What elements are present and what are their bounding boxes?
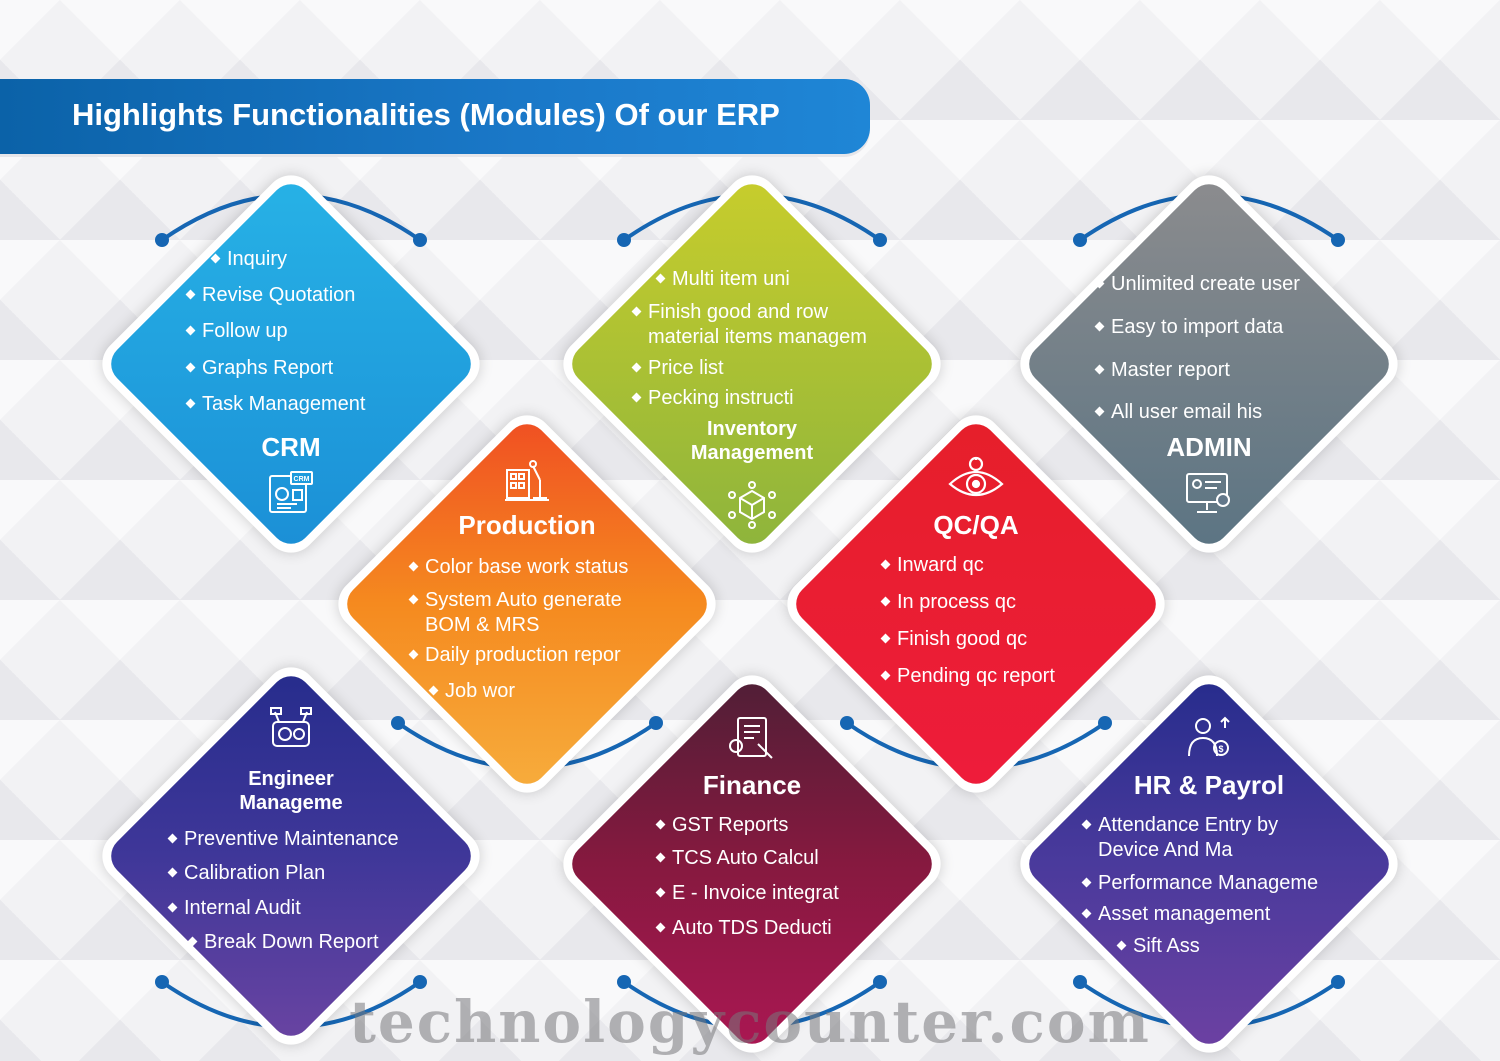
hr-feature-list: Attendance Entry by Device And Ma Perfor… xyxy=(1082,813,1318,958)
module-title: HR & Payrol xyxy=(1133,770,1285,800)
module-crm: Inquiry Revise Quotation Follow up Graph… xyxy=(91,164,491,564)
production-feature-list: Color base work status System Auto gener… xyxy=(409,555,628,703)
page-title: Highlights Functionalities (Modules) Of … xyxy=(72,97,780,132)
module-inventory: Multi item uni Finish good and row mater… xyxy=(552,164,952,564)
list-item: Preventive Maintenance xyxy=(168,827,399,851)
list-item: material items managem xyxy=(648,326,867,348)
eye-inspection-icon xyxy=(948,456,1004,497)
header-banner: Highlights Functionalities (Modules) Of … xyxy=(0,79,870,154)
list-item: GST Reports xyxy=(656,813,839,837)
list-item: Internal Audit xyxy=(168,896,399,920)
employee-salary-icon: $ xyxy=(1188,716,1230,757)
finance-feature-list: GST Reports TCS Auto Calcul E - Invoice … xyxy=(656,813,839,940)
list-item: Master report xyxy=(1095,358,1300,382)
list-item: TCS Auto Calcul xyxy=(656,846,839,870)
list-item: BOM & MRS xyxy=(425,614,540,636)
list-item: Calibration Plan xyxy=(168,861,399,885)
module-title: Engineer Manageme xyxy=(239,768,343,814)
crm-feature-list: Inquiry Revise Quotation Follow up Graph… xyxy=(186,247,365,416)
list-item: Performance Manageme xyxy=(1082,871,1318,895)
cube-network-icon xyxy=(728,481,776,529)
module-title: Inventory Management xyxy=(690,418,814,464)
list-item: In process qc xyxy=(881,590,1055,614)
computer-settings-icon xyxy=(1186,473,1230,513)
module-finance: Finance GST Reports TCS Auto Calcul E - … xyxy=(552,664,952,1061)
list-item: Price list xyxy=(632,356,867,380)
factory-robot-icon xyxy=(505,460,549,501)
list-item: Inquiry xyxy=(211,247,365,271)
module-title: CRM xyxy=(261,432,321,462)
inventory-feature-list: Multi item uni Finish good and row mater… xyxy=(632,267,867,410)
module-production: Production Color base work status System… xyxy=(327,404,727,804)
list-item: Pending qc report xyxy=(881,664,1055,688)
svg-text:$: $ xyxy=(1218,744,1223,754)
admin-feature-list: Unlimited create user Easy to import dat… xyxy=(1095,272,1300,424)
list-item: Finish good and row xyxy=(632,300,867,324)
list-item: System Auto generate xyxy=(409,588,628,612)
list-item: Color base work status xyxy=(409,555,628,579)
module-title: QC/QA xyxy=(933,510,1019,540)
module-hr: $ HR & Payrol Attendance Entry by Device… xyxy=(1009,664,1409,1061)
list-item: Device And Ma xyxy=(1098,839,1233,861)
list-item: Inward qc xyxy=(881,553,1055,577)
list-item: Graphs Report xyxy=(186,356,365,380)
list-item: Follow up xyxy=(186,319,365,343)
list-item: Pecking instructi xyxy=(632,386,867,410)
module-title: Finance xyxy=(702,770,802,800)
finance-document-icon xyxy=(729,717,773,759)
list-item: E - Invoice integrat xyxy=(656,881,839,905)
module-title: ADMIN xyxy=(1166,432,1252,462)
list-item: Auto TDS Deducti xyxy=(656,916,839,940)
list-item: Task Management xyxy=(186,392,365,416)
svg-text:CRM: CRM xyxy=(294,476,310,483)
module-title: Production xyxy=(458,510,596,540)
engine-gears-icon xyxy=(270,707,312,747)
list-item: Easy to import data xyxy=(1095,315,1300,339)
list-item: Revise Quotation xyxy=(186,283,365,307)
list-item: Unlimited create user xyxy=(1095,272,1300,296)
module-engineering: Engineer Manageme Preventive Maintenance… xyxy=(91,656,491,1056)
list-item: Finish good qc xyxy=(881,627,1055,651)
module-admin: Unlimited create user Easy to import dat… xyxy=(1009,164,1409,564)
list-item: Sift Ass xyxy=(1117,934,1318,958)
list-item: Attendance Entry by xyxy=(1082,813,1318,837)
crm-icon: CRM xyxy=(269,471,313,513)
list-item: All user email his xyxy=(1095,400,1300,424)
module-qcqa: QC/QA Inward qc In process qc Finish goo… xyxy=(776,404,1176,804)
list-item: Job wor xyxy=(429,679,628,703)
list-item: Multi item uni xyxy=(656,267,867,291)
qcqa-feature-list: Inward qc In process qc Finish good qc P… xyxy=(881,553,1055,688)
engineering-feature-list: Preventive Maintenance Calibration Plan … xyxy=(168,827,399,954)
watermark: technologycounter.com xyxy=(349,988,1151,1056)
list-item: Break Down Report xyxy=(188,930,399,954)
list-item: Daily production repor xyxy=(409,643,628,667)
list-item: Asset management xyxy=(1082,902,1318,926)
